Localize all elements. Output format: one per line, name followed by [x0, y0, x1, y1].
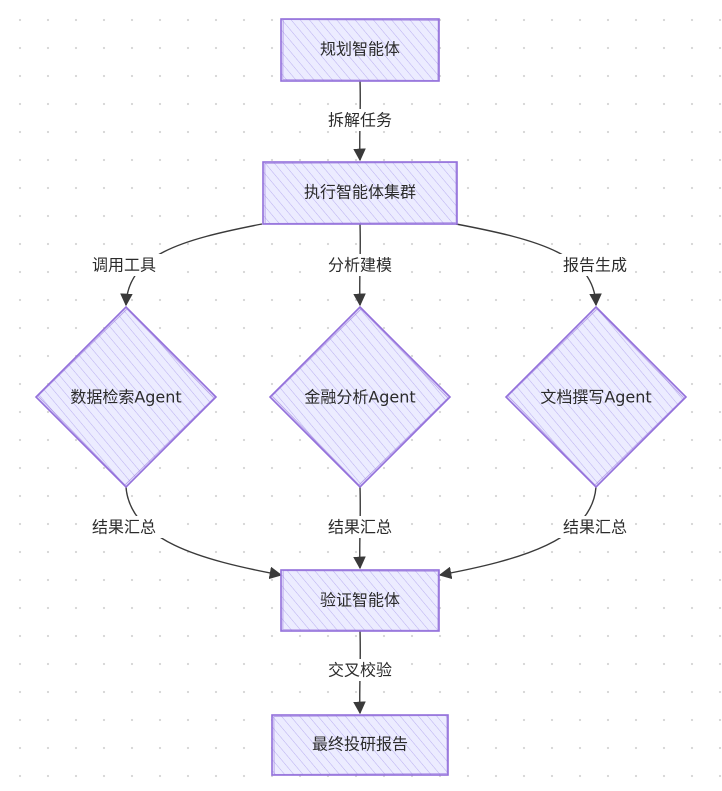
node-data-agent-label: 数据检索Agent — [70, 388, 181, 407]
svg-text:拆解任务: 拆解任务 — [328, 111, 392, 130]
svg-text:分析建模: 分析建模 — [328, 256, 392, 275]
edge-label-cross-check: 交叉校验 — [320, 659, 400, 681]
edge-label-report-gen: 报告生成 — [555, 254, 635, 276]
svg-text:结果汇总: 结果汇总 — [328, 518, 392, 537]
svg-text:结果汇总: 结果汇总 — [92, 518, 156, 537]
edge-cluster-to-data-agent — [120, 223, 263, 307]
node-finance-agent-label: 金融分析Agent — [304, 388, 415, 407]
edge-data-agent-to-verify — [125, 486, 283, 580]
node-verify[interactable]: 验证智能体 — [280, 569, 440, 632]
node-report[interactable]: 最终投研报告 — [271, 714, 449, 776]
node-planner-label: 规划智能体 — [320, 40, 400, 59]
svg-text:调用工具: 调用工具 — [92, 256, 156, 275]
node-data-agent[interactable]: 数据检索Agent — [34, 305, 218, 489]
edge-label-modeling: 分析建模 — [320, 254, 400, 276]
svg-text:交叉校验: 交叉校验 — [328, 661, 392, 680]
svg-text:结果汇总: 结果汇总 — [563, 518, 627, 537]
edge-doc-agent-to-verify — [438, 486, 597, 580]
edge-label-decompose: 拆解任务 — [320, 109, 400, 131]
edge-cluster-to-doc-agent — [455, 223, 602, 307]
node-cluster-label: 执行智能体集群 — [304, 183, 416, 202]
edge-label-summary-right: 结果汇总 — [555, 516, 635, 538]
node-planner[interactable]: 规划智能体 — [280, 18, 440, 82]
svg-text:报告生成: 报告生成 — [563, 256, 627, 275]
node-verify-label: 验证智能体 — [320, 591, 400, 610]
node-report-label: 最终投研报告 — [312, 735, 408, 754]
edge-label-summary-left: 结果汇总 — [84, 516, 164, 538]
node-finance-agent[interactable]: 金融分析Agent — [268, 305, 452, 489]
edge-label-call-tools: 调用工具 — [84, 254, 164, 276]
node-cluster[interactable]: 执行智能体集群 — [262, 161, 458, 225]
node-doc-agent[interactable]: 文档撰写Agent — [504, 305, 688, 489]
edge-label-summary-mid: 结果汇总 — [320, 516, 400, 538]
node-doc-agent-label: 文档撰写Agent — [540, 388, 651, 407]
